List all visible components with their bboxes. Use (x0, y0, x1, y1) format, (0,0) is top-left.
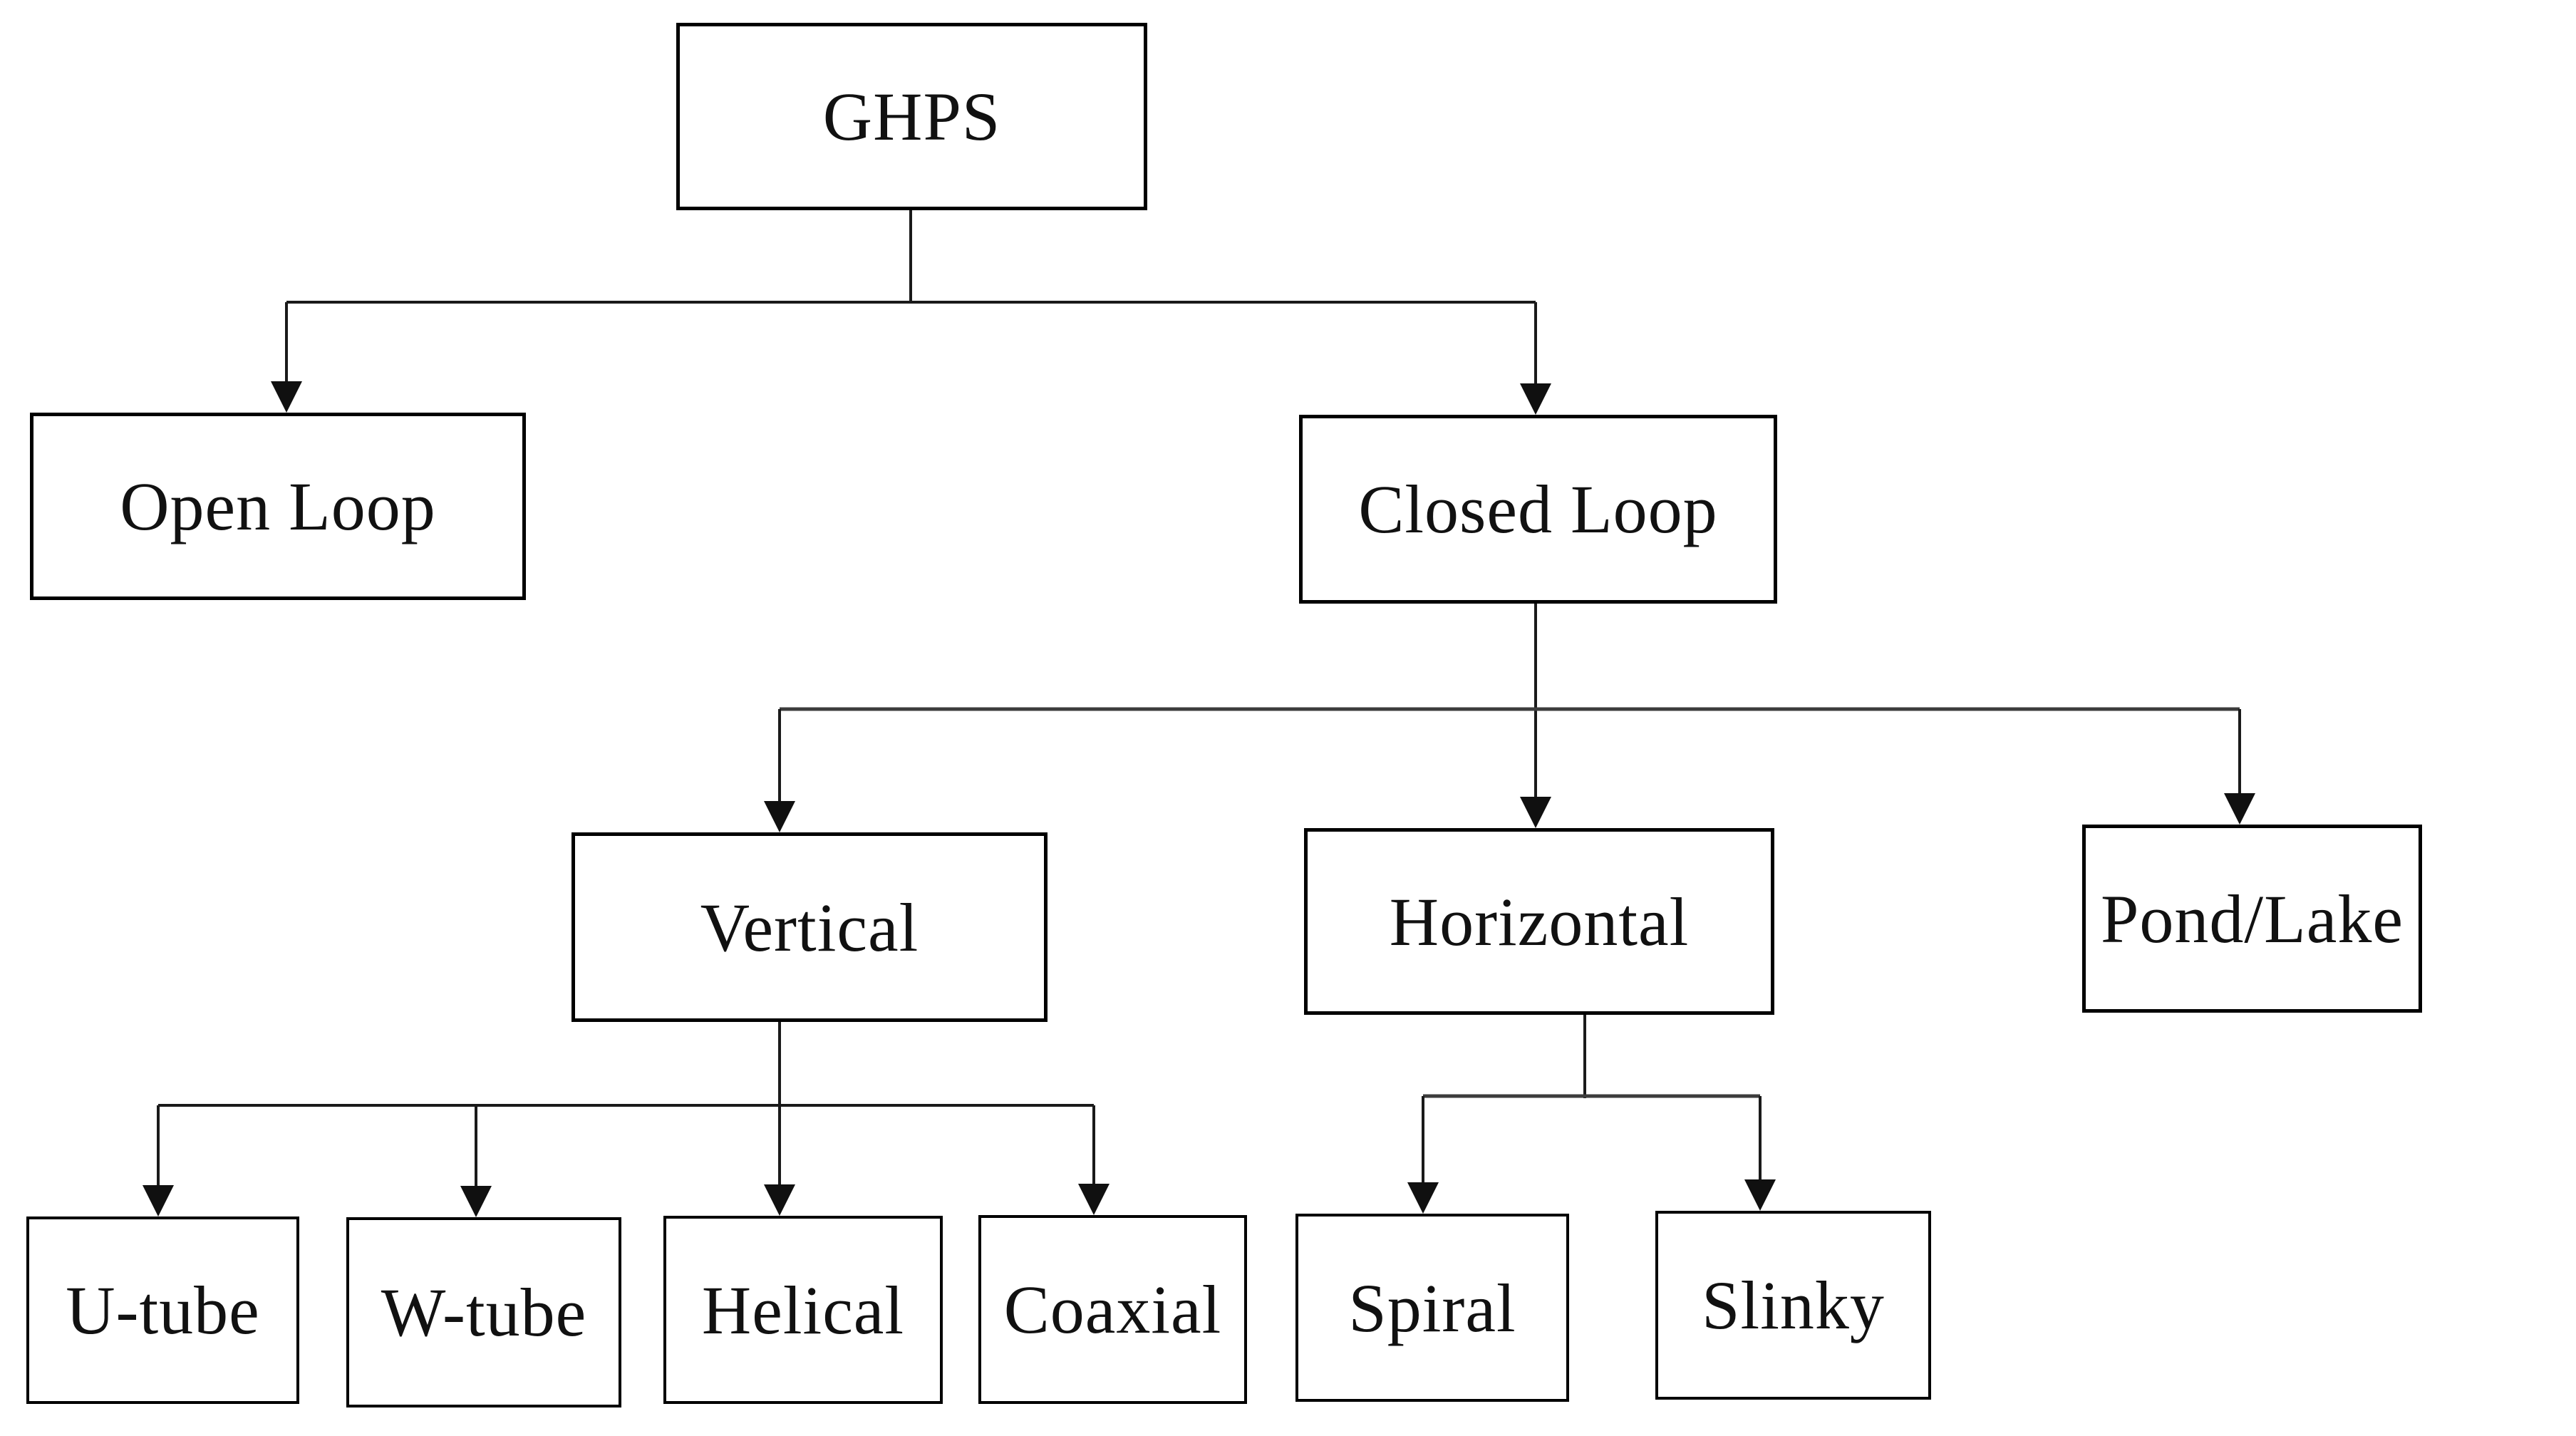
node-open-loop-label: Open Loop (120, 468, 436, 544)
arrow-head (1520, 383, 1551, 415)
node-closed-loop: Closed Loop (1299, 415, 1777, 604)
edge-closed-loop-horizontal (1520, 604, 1551, 828)
node-pond-lake-label: Pond/Lake (2101, 880, 2404, 957)
node-slinky-label: Slinky (1702, 1267, 1885, 1343)
node-w-tube: W-tube (346, 1217, 621, 1407)
edge-vertical-helical (764, 1022, 795, 1216)
node-spiral-label: Spiral (1348, 1269, 1516, 1346)
node-horizontal-label: Horizontal (1389, 883, 1690, 960)
edge-closed-loop-vertical (764, 709, 795, 832)
edge-vertical-coaxial (1078, 1105, 1109, 1215)
node-ghps-label: GHPS (822, 78, 1001, 155)
edge-horizontal-slinky (1744, 1096, 1776, 1211)
arrow-head (1520, 797, 1551, 828)
node-ghps: GHPS (676, 23, 1147, 210)
arrow-head (143, 1185, 174, 1217)
edge-vertical-w-tube (460, 1105, 492, 1217)
node-helical: Helical (663, 1216, 943, 1404)
node-w-tube-label: W-tube (381, 1274, 587, 1350)
node-horizontal: Horizontal (1304, 828, 1774, 1015)
edge-ghps-closed-loop (1520, 302, 1551, 415)
edge-vertical-u-tube (143, 1105, 174, 1217)
arrow-head (764, 801, 795, 832)
node-helical-label: Helical (701, 1271, 905, 1348)
node-u-tube: U-tube (26, 1217, 299, 1404)
arrow-head (1407, 1182, 1439, 1214)
node-coaxial: Coaxial (978, 1215, 1247, 1404)
arrow-head (2224, 793, 2255, 825)
arrow-head (1744, 1179, 1776, 1211)
node-spiral: Spiral (1295, 1214, 1569, 1402)
node-vertical: Vertical (571, 832, 1048, 1022)
node-pond-lake: Pond/Lake (2082, 825, 2422, 1013)
edge-ghps-open-loop (271, 302, 302, 413)
node-closed-loop-label: Closed Loop (1358, 471, 1718, 547)
edge-closed-loop-pond-lake (2224, 709, 2255, 825)
arrow-head (1078, 1184, 1109, 1215)
arrow-head (764, 1184, 795, 1216)
arrow-head (460, 1186, 492, 1217)
edge-horizontal-spiral (1407, 1096, 1439, 1214)
node-coaxial-label: Coaxial (1003, 1271, 1222, 1348)
arrow-head (271, 381, 302, 413)
node-open-loop: Open Loop (30, 413, 526, 600)
node-vertical-label: Vertical (700, 889, 919, 966)
node-u-tube-label: U-tube (66, 1272, 260, 1348)
node-slinky: Slinky (1655, 1211, 1931, 1400)
